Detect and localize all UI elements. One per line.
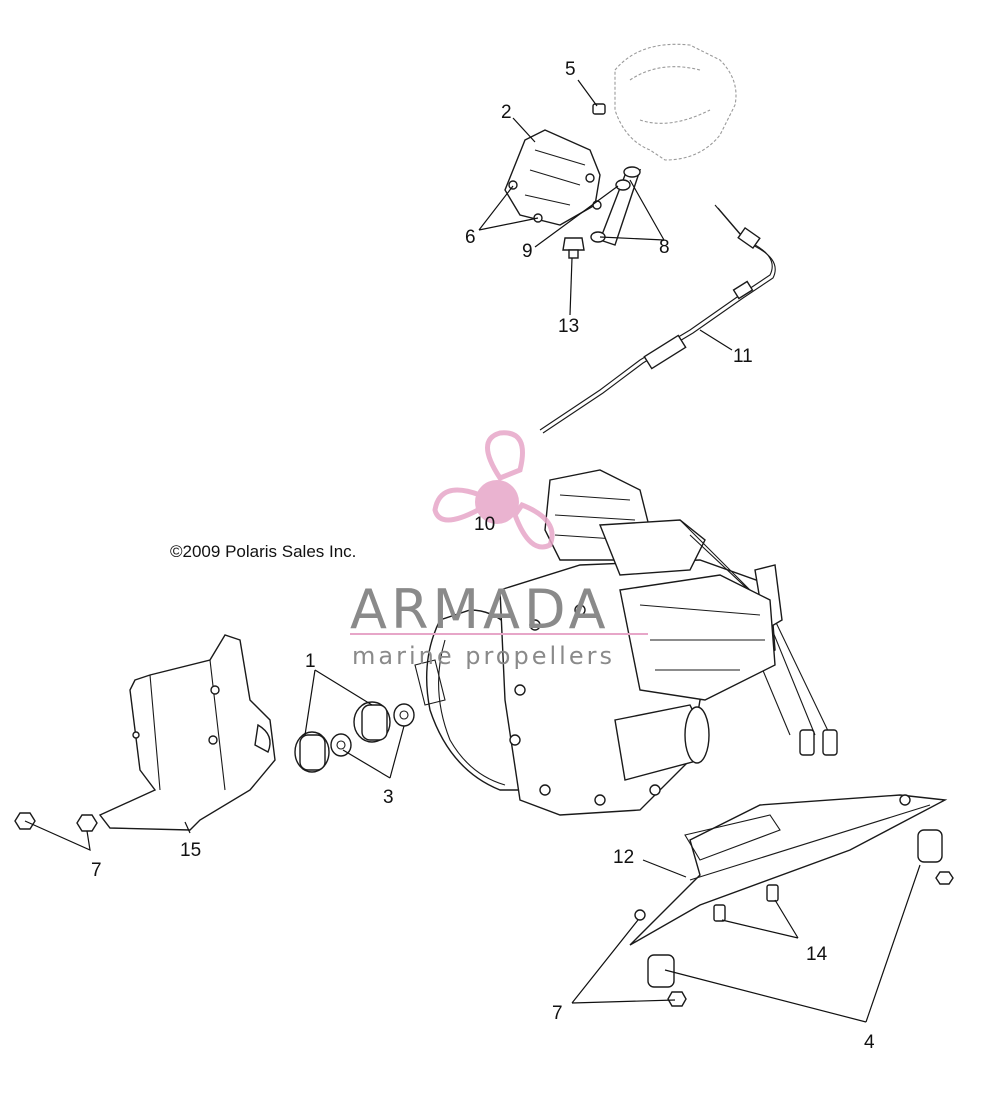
leader-lines <box>24 79 921 1023</box>
callout-6: 6 <box>465 227 476 248</box>
watermark-tagline: marine propellers <box>352 642 615 670</box>
part-3-washers <box>330 703 415 757</box>
callout-1: 1 <box>305 651 316 672</box>
callout-4: 4 <box>864 1032 875 1053</box>
callout-14: 14 <box>806 944 828 965</box>
part-5-bolt <box>592 103 606 115</box>
callout-7-right: 7 <box>552 1003 563 1024</box>
part-4-rubber-mounts <box>647 829 954 988</box>
part-10-engine <box>414 469 838 816</box>
part-9-hose <box>599 166 642 246</box>
callout-3: 3 <box>383 787 394 808</box>
callout-5: 5 <box>565 59 576 80</box>
callout-12: 12 <box>613 847 634 868</box>
callout-13: 13 <box>558 316 579 337</box>
part-8-clamps <box>590 179 631 243</box>
part-12-lower-bracket <box>629 794 948 946</box>
part-15-engine-bracket <box>98 634 276 831</box>
part-14-bolts <box>713 884 779 922</box>
part-1-engine-mounts <box>294 701 391 773</box>
callout-9: 9 <box>522 241 533 262</box>
callout-8: 8 <box>659 237 670 258</box>
part-2-cover <box>504 129 602 226</box>
throttle-body-reference <box>614 43 737 161</box>
callout-11: 11 <box>733 346 753 367</box>
callout-7-left: 7 <box>91 860 102 881</box>
part-7-nuts-right <box>667 991 687 1007</box>
callout-15: 15 <box>180 840 201 861</box>
propeller-logo-icon <box>432 430 555 550</box>
watermark-brand: ARMADA <box>350 578 610 641</box>
armada-watermark: ARMADA marine propellers <box>350 430 648 670</box>
callout-2: 2 <box>501 102 512 123</box>
part-11-throttle-cable <box>539 204 776 434</box>
callout-10: 10 <box>474 514 495 535</box>
part-13-sensor <box>562 237 585 259</box>
copyright-text: ©2009 Polaris Sales Inc. <box>170 542 356 561</box>
